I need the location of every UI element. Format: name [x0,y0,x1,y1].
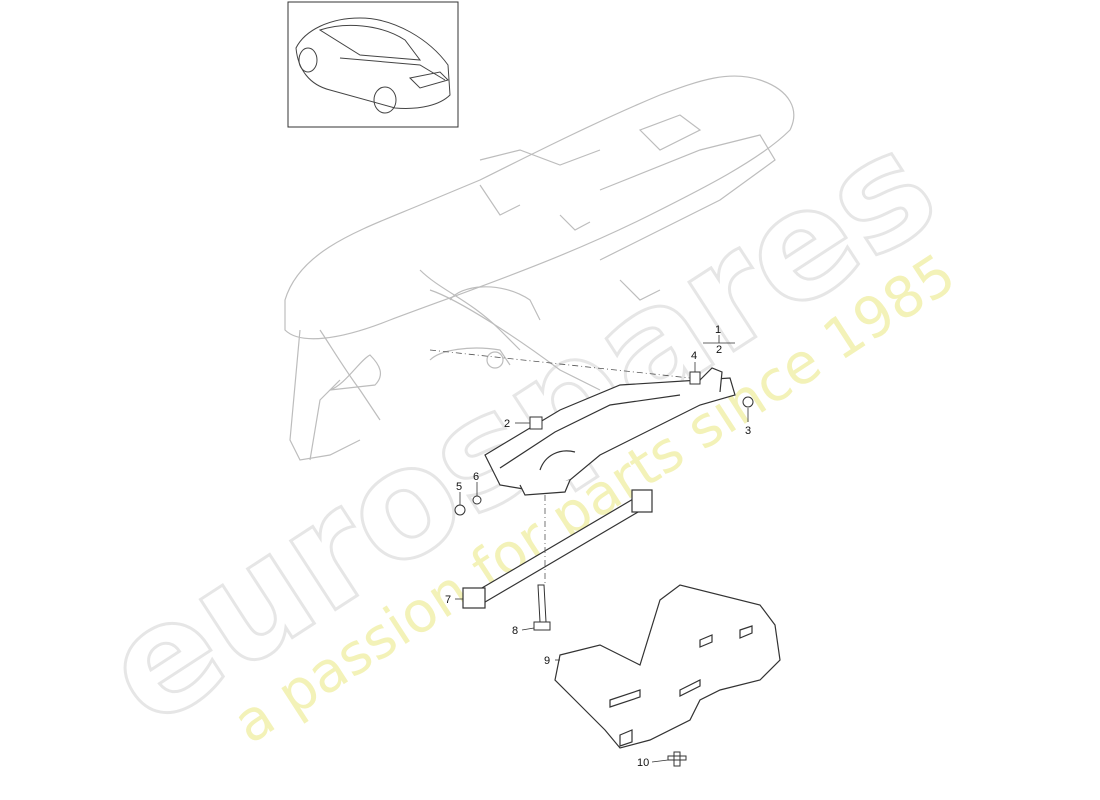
washer-part-6 [472,495,482,505]
callout-5: 5 [456,481,462,493]
watermark: eurospares a passion for parts since 198… [73,96,967,761]
dashboard-carrier [284,75,795,461]
thumbnail-frame [287,1,459,128]
screw-part-5 [454,504,466,516]
nut-part-4 [689,371,701,385]
cross-member-part-7 [462,489,653,609]
car-thumbnail [287,1,459,128]
cover-part-9 [554,584,781,749]
callout-10: 10 [637,757,649,769]
callout-6: 6 [473,471,479,483]
callout-8: 8 [512,625,518,637]
bracket-part-1 [484,367,736,496]
screw-part-3 [742,396,754,408]
leader-lines [455,335,749,763]
callout-2: 2 [504,418,510,430]
callout-1: 1 [715,324,721,336]
alignment-lines [429,349,691,585]
callout-3: 3 [745,425,751,437]
callout-2-top: 2 [716,344,722,356]
hardware [454,371,754,767]
bolt-part-8 [533,584,551,631]
callouts: 1 2 2 3 4 5 6 7 8 9 10 [445,324,751,769]
car-sketch [295,17,451,114]
callout-9: 9 [544,655,550,667]
watermark-brand: eurospares [75,98,965,760]
callout-7: 7 [445,594,451,606]
callout-4: 4 [691,350,697,362]
clip-part-2 [529,416,543,430]
screw-part-10 [667,751,687,767]
